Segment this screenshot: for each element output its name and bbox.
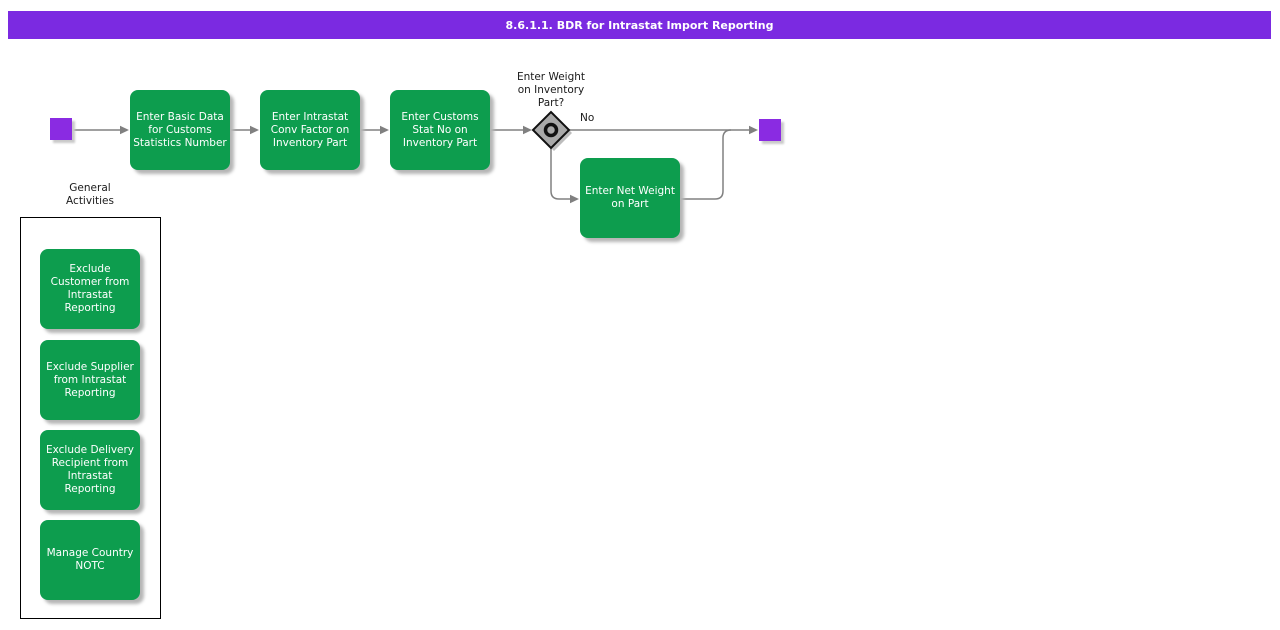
general-activities-heading: General Activities — [66, 182, 114, 207]
arrowhead-icon — [380, 125, 389, 135]
arrowhead-icon — [570, 194, 579, 204]
arrowhead-icon — [250, 125, 259, 135]
activity-label: Enter Basic Data for Customs Statistics … — [133, 110, 227, 149]
end-event-node — [759, 119, 781, 141]
activity-exclude-delivery-recipient-from-intrastat[interactable]: Exclude Delivery Recipient from Intrasta… — [40, 430, 140, 510]
activity-label: Manage Country NOTC — [46, 547, 134, 572]
activity-enter-intrastat-conv-factor[interactable]: Enter Intrastat Conv Factor on Inventory… — [260, 90, 360, 170]
decision-gateway — [531, 110, 572, 151]
activity-label: Enter Net Weight on Part — [585, 185, 675, 210]
activity-exclude-customer-from-intrastat[interactable]: Exclude Customer from Intrastat Reportin… — [40, 249, 140, 329]
gateway-ring-icon — [543, 122, 559, 138]
connector-branch-to-end — [680, 129, 732, 200]
gateway-diamond-icon — [531, 110, 571, 150]
arrowhead-icon — [523, 125, 532, 135]
activity-label: Exclude Supplier from Intrastat Reportin… — [46, 360, 134, 399]
page-title: 8.6.1.1. BDR for Intrastat Import Report… — [505, 18, 774, 32]
activity-label: Exclude Customer from Intrastat Reportin… — [50, 263, 130, 314]
activity-manage-country-notc[interactable]: Manage Country NOTC — [40, 520, 140, 600]
activity-enter-basic-data-customs-stat-number[interactable]: Enter Basic Data for Customs Statistics … — [130, 90, 230, 170]
activity-label: Enter Customs Stat No on Inventory Part — [401, 110, 479, 149]
activity-label: Exclude Delivery Recipient from Intrasta… — [45, 444, 135, 495]
arrowhead-icon — [120, 125, 129, 135]
activity-enter-customs-stat-no[interactable]: Enter Customs Stat No on Inventory Part — [390, 90, 490, 170]
activity-label: Enter Intrastat Conv Factor on Inventory… — [270, 110, 350, 149]
flow-connectors — [72, 125, 758, 204]
activity-enter-net-weight-on-part[interactable]: Enter Net Weight on Part — [580, 158, 680, 238]
start-event-node — [50, 118, 72, 140]
diagram-title-bar: 8.6.1.1. BDR for Intrastat Import Report… — [8, 11, 1271, 39]
decision-no-branch-label: No — [580, 112, 595, 124]
activity-exclude-supplier-from-intrastat[interactable]: Exclude Supplier from Intrastat Reportin… — [40, 340, 140, 420]
arrowhead-icon — [749, 125, 758, 135]
connector-gateway-to-branch — [550, 148, 570, 200]
decision-question-label: Enter Weight on Inventory Part? — [516, 71, 586, 109]
